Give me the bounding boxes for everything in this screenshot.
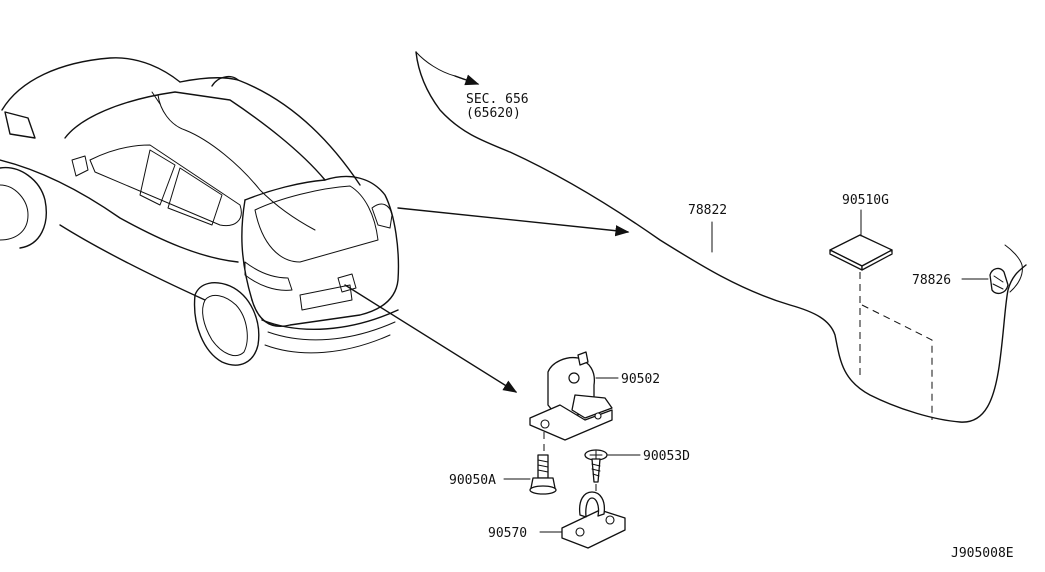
striker-90570 (539, 491, 626, 549)
part-label-90050a: 90050A (449, 473, 496, 488)
clip-78826 (961, 267, 1009, 295)
leader-arrow-sec656 (454, 74, 480, 86)
section-reference-sublabel: (65620) (466, 106, 521, 121)
vehicle-illustration (0, 57, 400, 366)
part-label-78822: 78822 (688, 203, 727, 218)
leader-arrow-latch (344, 284, 518, 393)
screw-90053d (584, 449, 641, 496)
release-cable-78822 (415, 51, 1027, 423)
part-label-90570: 90570 (488, 526, 527, 541)
section-reference-label: SEC. 656 (466, 92, 529, 107)
part-label-78826: 78826 (912, 273, 951, 288)
latch-90502 (529, 351, 619, 452)
bolt-90050a (503, 454, 557, 495)
pad-90510g (829, 209, 933, 420)
drawing-code: J905008E (951, 546, 1014, 561)
part-label-90502: 90502 (621, 372, 660, 387)
leader-arrow-cable (397, 207, 630, 237)
part-label-90053d: 90053D (643, 449, 690, 464)
part-label-90510g: 90510G (842, 193, 889, 208)
